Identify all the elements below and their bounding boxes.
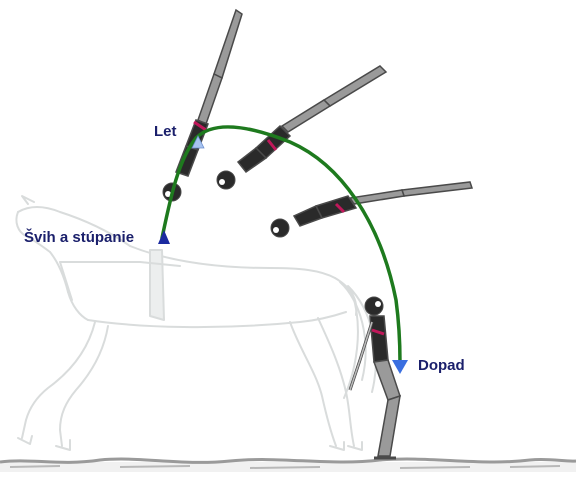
ground: [0, 459, 576, 472]
flight-label: Let: [154, 123, 177, 140]
landing-label: Dopad: [418, 357, 465, 374]
swing-arrow-icon: [158, 230, 170, 244]
swing-label: Švih a stúpanie: [24, 229, 134, 246]
landing-arrow-icon: [392, 360, 408, 374]
